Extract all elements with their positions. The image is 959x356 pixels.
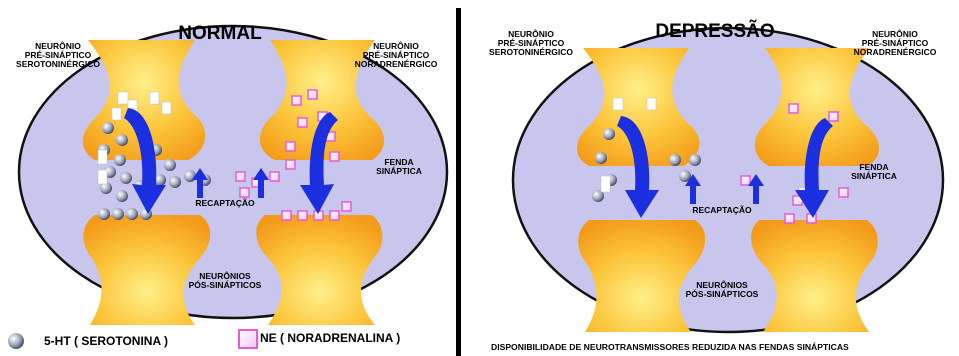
pre-serotonergic-label: NEURÔNIO PRÉ-SINÁPTICO SEROTONINÉRGICO: [0, 42, 116, 69]
pre-serotonergic-label: NEURÔNIO PRÉ-SINÁPTICO SEROTONINÉRGICO: [473, 30, 589, 57]
reuptake-label: RECAPTAÇÃO: [677, 206, 767, 215]
noradrenaline-legend-icon: [239, 330, 257, 348]
panel-divider: [456, 8, 461, 356]
serotonin-legend-icon: [8, 333, 24, 349]
normal-title: NORMAL: [160, 24, 280, 44]
normal-panel: NORMAL NEURÔNIO PRÉ-SINÁPTICO SEROTONINÉ…: [0, 0, 455, 356]
postsynaptic-label: NEURÔNIOS PÓS-SINÁPTICOS: [170, 272, 280, 290]
depression-caption: DISPONIBILIDADE DE NEUROTRANSMISSORES RE…: [491, 343, 849, 352]
serotonin-legend-label: 5-HT ( SEROTONINA ): [44, 335, 234, 348]
depression-title: DEPRESSÃO: [645, 22, 785, 42]
postsynaptic-label: NEURÔNIOS PÓS-SINÁPTICOS: [667, 281, 777, 299]
pre-noradrenergic-label: NEURÔNIO PRÉ-SINÁPTICO NORADRENÉRGICO: [340, 42, 452, 69]
synaptic-cleft-label: FENDA SINÁPTICA: [364, 158, 434, 176]
pre-noradrenergic-label: NEURÔNIO PRÉ-SINÁPTICO NORADRENÉRGICO: [837, 30, 953, 57]
synaptic-cleft-label: FENDA SINÁPTICA: [839, 163, 909, 181]
depression-panel: DEPRESSÃO NEURÔNIO PRÉ-SINÁPTICO SEROTON…: [463, 0, 959, 356]
noradrenaline-legend-label: NE ( NORADRENALINA ): [260, 332, 450, 345]
reuptake-label: RECAPTAÇÃO: [180, 199, 270, 208]
